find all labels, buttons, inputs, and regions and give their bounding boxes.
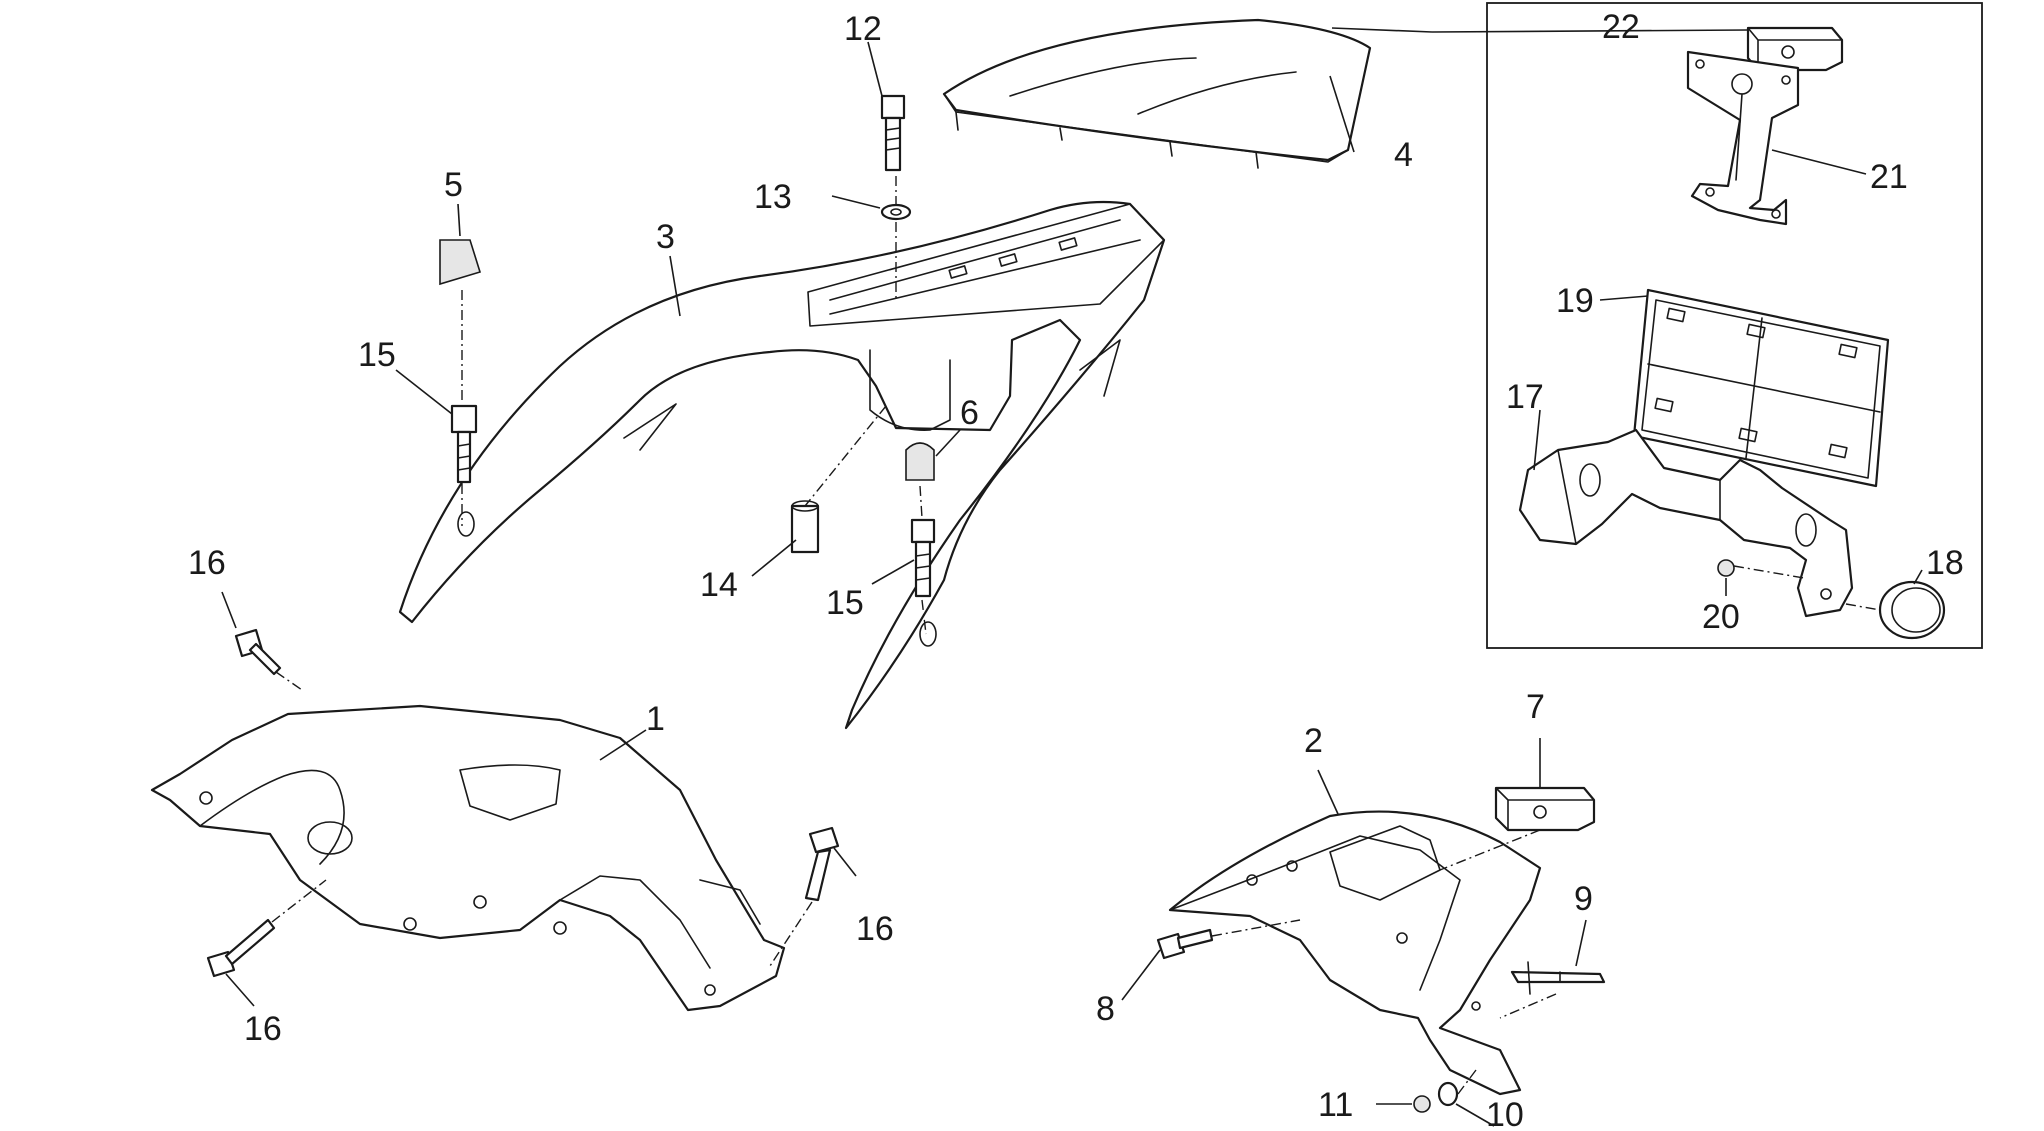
part-19-license-plate (1632, 288, 1890, 488)
part-14-spacer (790, 500, 820, 554)
inset-frame (1486, 2, 1983, 649)
part-3-rear-rack (398, 200, 1166, 730)
part-1-tail-body (150, 704, 786, 1012)
callout-8: 8 (1096, 990, 1115, 1028)
part-12-bolt (880, 94, 906, 172)
part-16-bolt-bottom (206, 918, 276, 978)
callout-4: 4 (1394, 136, 1413, 174)
callout-10: 10 (1486, 1096, 1524, 1131)
callout-labels: 1 2 3 4 5 6 7 8 9 10 11 12 13 14 15 15 1… (188, 8, 1964, 1131)
callout-2: 2 (1304, 722, 1323, 760)
callout-14: 14 (700, 566, 738, 604)
part-8-screw (1156, 928, 1214, 960)
callout-11: 11 (1318, 1086, 1353, 1124)
part-11-nut (1413, 1095, 1431, 1113)
part-10-washer (1437, 1081, 1459, 1107)
part-22-light-unit (1746, 26, 1844, 72)
callout-16-right: 16 (856, 910, 894, 948)
part-15-screw-left (450, 404, 478, 484)
leader-lines (221, 27, 1923, 1127)
callout-12: 12 (844, 10, 882, 48)
callout-6: 6 (960, 394, 979, 432)
callout-5: 5 (444, 166, 463, 204)
callout-19: 19 (1556, 282, 1594, 320)
part-21-bracket (1686, 50, 1800, 226)
callout-1: 1 (646, 700, 665, 738)
callout-7: 7 (1526, 688, 1545, 726)
part-9-pin (1510, 961, 1606, 995)
assembly-axes (271, 176, 1881, 1095)
part-4-top-cover (942, 18, 1372, 169)
callout-3: 3 (656, 218, 675, 256)
part-15-screw-right (910, 518, 936, 598)
callout-17: 17 (1506, 378, 1544, 416)
callout-13: 13 (754, 178, 792, 216)
part-18-cap (1878, 580, 1946, 640)
callout-15-left: 15 (358, 336, 396, 374)
callout-16-bottom: 16 (244, 1010, 282, 1048)
part-2-mudguard (1168, 810, 1542, 1096)
callout-22: 22 (1602, 8, 1640, 46)
callout-9: 9 (1574, 880, 1593, 918)
part-13-washer (880, 203, 912, 221)
part-6-cap (905, 442, 935, 481)
callout-18: 18 (1926, 544, 1964, 582)
callout-16-top: 16 (188, 544, 226, 582)
part-5-cap (439, 239, 482, 286)
callout-15-right: 15 (826, 584, 864, 622)
part-7-light-unit (1494, 786, 1596, 832)
part-17-plate-bracket (1518, 428, 1854, 618)
part-16-bolt-top (234, 628, 282, 676)
callout-20: 20 (1702, 598, 1740, 636)
part-16-bolt-right (804, 826, 840, 902)
part-20-nut (1717, 559, 1735, 577)
callout-21: 21 (1870, 158, 1908, 196)
